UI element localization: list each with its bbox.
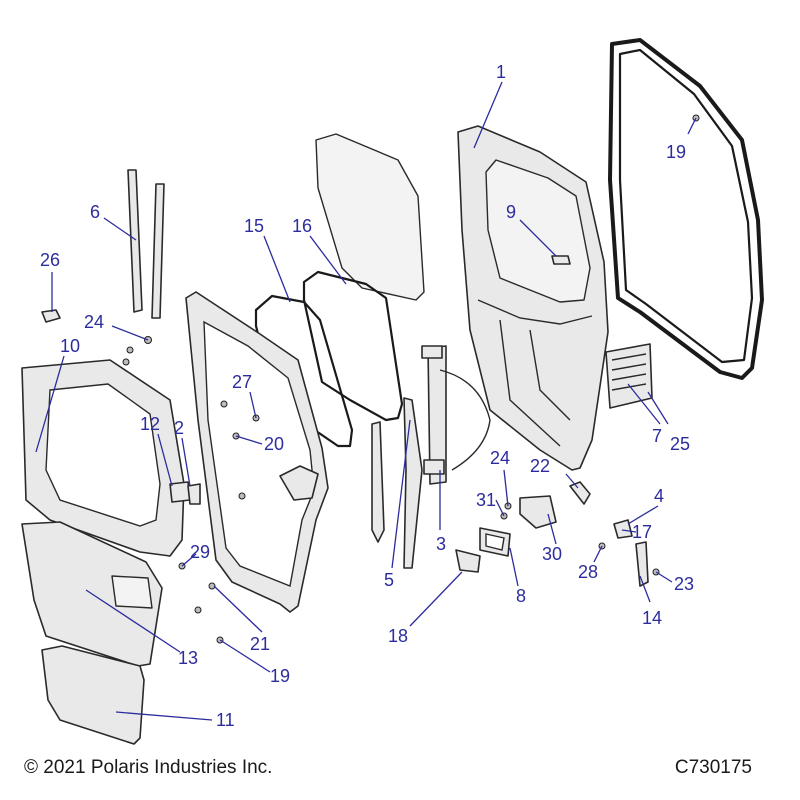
callout-7: 7 — [652, 426, 662, 446]
door-tube-frame — [185, 291, 329, 613]
callout-25: 25 — [670, 434, 690, 454]
callout-4: 4 — [654, 486, 664, 506]
callout-27: 27 — [232, 372, 252, 392]
window-seal-16 — [302, 270, 404, 422]
fasteners — [122, 114, 700, 644]
callout-10: 10 — [60, 336, 80, 356]
callout-3: 3 — [436, 534, 446, 554]
callout-21: 21 — [250, 634, 270, 654]
callout-1: 1 — [496, 62, 506, 82]
callout-30: 30 — [542, 544, 562, 564]
callout-labels: 1 2 3 4 5 6 7 8 9 10 11 12 13 14 15 16 1… — [40, 62, 694, 730]
callout-24-right: 24 — [490, 448, 510, 468]
latch-17 — [613, 519, 633, 539]
door-seal-19 — [608, 38, 764, 380]
callout-19-fastener: 19 — [270, 666, 290, 686]
callout-14: 14 — [642, 608, 662, 628]
callout-6: 6 — [90, 202, 100, 222]
callout-16: 16 — [292, 216, 312, 236]
figure-id: C730175 — [674, 757, 752, 778]
guide-rails-6 — [127, 169, 165, 319]
striker-22 — [569, 481, 591, 505]
callout-22: 22 — [530, 456, 550, 476]
inner-panel-10 — [21, 359, 185, 557]
seal-strip-inner — [371, 421, 385, 543]
callout-28: 28 — [578, 562, 598, 582]
handle-bezel-8 — [479, 527, 511, 557]
speaker-grille-25 — [605, 343, 653, 409]
callout-24-left: 24 — [84, 312, 104, 332]
inner-handle-18 — [455, 549, 481, 573]
callout-8: 8 — [516, 586, 526, 606]
bracket-26 — [41, 309, 61, 323]
callout-15: 15 — [244, 216, 264, 236]
callout-11: 11 — [216, 710, 235, 730]
callout-2: 2 — [174, 418, 184, 438]
callout-5: 5 — [384, 570, 394, 590]
copyright-text: © 2021 Polaris Industries Inc. — [24, 757, 273, 778]
lock-bracket-12 — [169, 481, 191, 503]
callout-26: 26 — [40, 250, 60, 270]
window-latch-9 — [551, 255, 571, 265]
callout-9: 9 — [506, 202, 516, 222]
callout-31: 31 — [476, 490, 496, 510]
callout-13: 13 — [178, 648, 198, 668]
leader-lines — [35, 81, 697, 721]
callout-18: 18 — [388, 626, 408, 646]
bracket-2 — [187, 483, 201, 505]
door-pocket-11 — [41, 645, 145, 745]
callout-12: 12 — [140, 414, 160, 434]
callout-19-seal: 19 — [666, 142, 686, 162]
window-regulator-3 — [421, 345, 491, 485]
callout-23: 23 — [674, 574, 694, 594]
callout-20: 20 — [264, 434, 284, 454]
door-frame-1 — [457, 125, 609, 471]
hinge-14 — [635, 541, 649, 587]
latch-plate-30 — [519, 495, 557, 529]
callout-17: 17 — [632, 522, 652, 542]
callout-29: 29 — [190, 542, 210, 562]
window-glass-16 — [315, 133, 425, 301]
seal-strip-5 — [403, 397, 423, 569]
